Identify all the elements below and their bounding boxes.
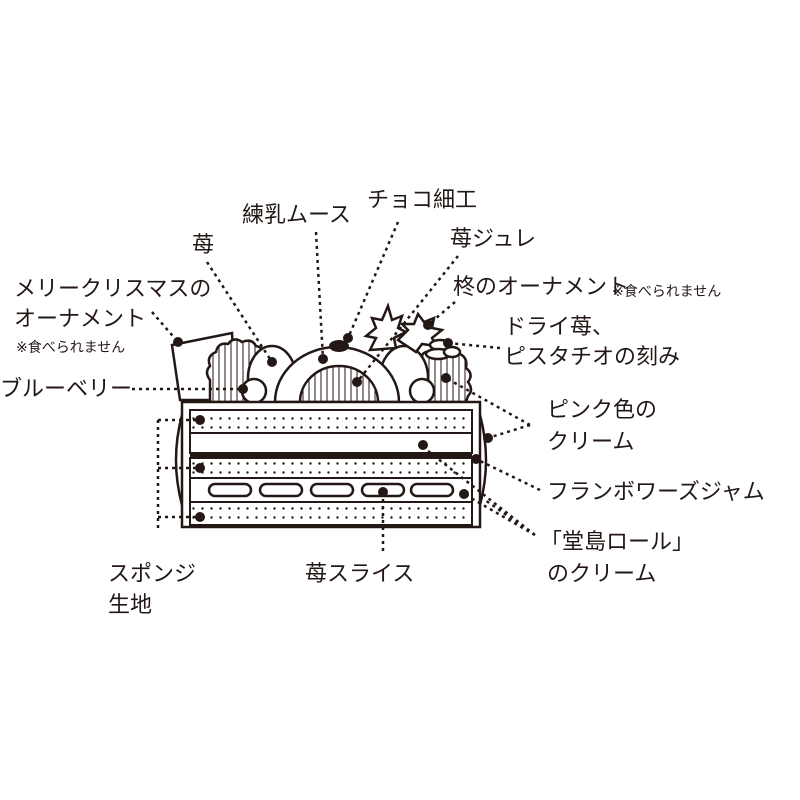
label-pink-cream: ピンク色の xyxy=(547,398,657,423)
pink-cream-side-left xyxy=(174,414,184,506)
label-condensed-milk-mousse: 練乳ムース xyxy=(242,203,351,228)
strawberry-slices xyxy=(207,482,455,498)
label-strawberry-jelly: 苺ジュレ xyxy=(450,227,536,252)
label-sponge: スポンジ xyxy=(108,562,196,587)
label-xmas-ornament: メリークリスマスの xyxy=(14,277,211,302)
holly-leaf-1 xyxy=(363,302,409,352)
label-framboise-jam: フランボワーズジャム xyxy=(547,480,765,505)
blueberry-right xyxy=(408,377,436,405)
label-sponge-2: 生地 xyxy=(108,593,152,618)
label-holly-ornament-note: ※食べられません xyxy=(612,283,721,300)
label-xmas-ornament-2: オーナメント xyxy=(14,307,146,332)
label-chocolate-work: チョコ細工 xyxy=(367,188,477,213)
sponge-layer-top xyxy=(189,409,473,434)
strawberry-slice xyxy=(207,482,253,498)
leader-dots xyxy=(173,320,493,522)
sponge-layer-bottom xyxy=(189,501,473,526)
sponge-layer-middle xyxy=(189,457,473,479)
label-dojima-cream: 「堂島ロール」 xyxy=(540,530,694,555)
leader-lines xyxy=(132,221,541,555)
labels: メリークリスマスの オーナメント ※食べられません ブルーベリー 苺 練乳ムース… xyxy=(0,188,765,618)
pistachio xyxy=(442,345,462,359)
strawberry-slice xyxy=(409,482,455,498)
chocolate-piece xyxy=(329,340,349,352)
label-dojima-cream-2: のクリーム xyxy=(547,562,656,587)
strawberry-slice xyxy=(309,482,355,498)
label-blueberry: ブルーベリー xyxy=(0,377,132,402)
label-strawberry: 苺 xyxy=(192,233,214,258)
strawberry-jelly-arch xyxy=(298,364,380,404)
dojima-cream-layer xyxy=(189,432,473,454)
strawberry-slice xyxy=(258,482,304,498)
framboise-jam-layer xyxy=(190,453,472,458)
cake-body xyxy=(174,400,488,529)
label-strawberry-slice: 苺スライス xyxy=(305,562,414,587)
label-xmas-ornament-note: ※食べられません xyxy=(16,339,125,356)
label-pink-cream-2: クリーム xyxy=(547,430,634,455)
label-holly-ornament: 柊のオーナメント xyxy=(453,275,629,300)
label-dried-strawberry: ドライ苺、 xyxy=(504,315,614,340)
label-pistachio: ピスタチオの刻み xyxy=(504,345,680,370)
